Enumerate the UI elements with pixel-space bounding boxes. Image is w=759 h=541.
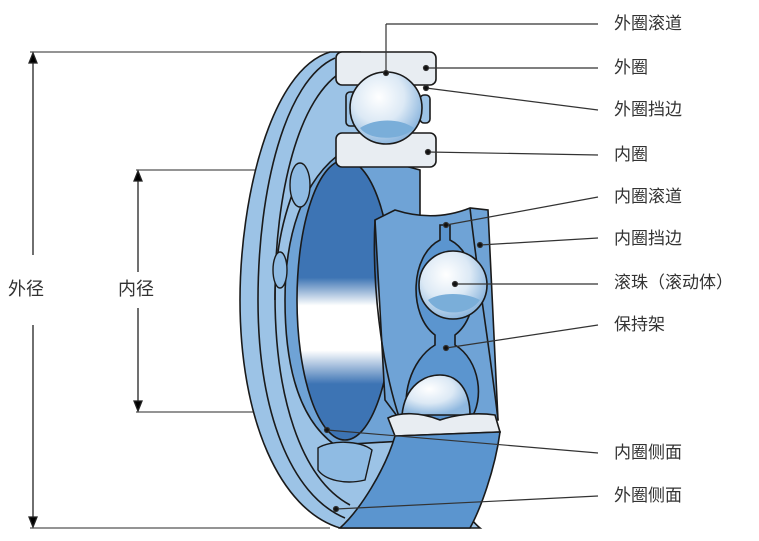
bore: [296, 159, 394, 441]
inner-diameter-label: 内径: [118, 279, 154, 300]
leader-outer-shoulder: [425, 87, 599, 111]
outer-diameter-label: 外径: [8, 279, 44, 300]
roller-hints: [272, 162, 373, 483]
callout-inner-shoulder: 内圈挡边: [614, 229, 682, 249]
callout-cage: 保持架: [614, 315, 665, 335]
leader-lines: [323, 23, 599, 513]
callout-inner-side: 内圈侧面: [614, 443, 682, 463]
ball-bottom: [401, 374, 471, 416]
leader-outer-side: [335, 495, 599, 510]
leader-inner-ring: [427, 151, 599, 156]
callout-ball: 滚珠（滚动体）: [614, 273, 733, 293]
arrowhead-down-icon: [28, 516, 38, 529]
arrowhead-up-icon: [28, 51, 38, 64]
callout-outer-raceway: 外圈滚道: [614, 14, 682, 34]
ball-top: [345, 71, 431, 145]
outer-diameter-dimension: [28, 51, 330, 529]
callout-outer-shoulder: 外圈挡边: [614, 100, 682, 120]
callout-inner-raceway: 内圈滚道: [614, 187, 682, 207]
arrowhead-up-icon: [133, 169, 143, 182]
callout-inner-ring: 内圈: [614, 145, 648, 165]
leader-inner-shoulder: [479, 237, 599, 246]
callout-outer-side: 外圈侧面: [614, 486, 682, 506]
callout-outer-ring: 外圈: [614, 58, 648, 78]
outer-ring-bottom-section: [337, 412, 502, 529]
arrowhead-down-icon: [133, 400, 143, 413]
leader-inner-raceway: [445, 196, 599, 226]
leader-inner-side: [326, 429, 599, 454]
leader-cage: [445, 324, 599, 349]
